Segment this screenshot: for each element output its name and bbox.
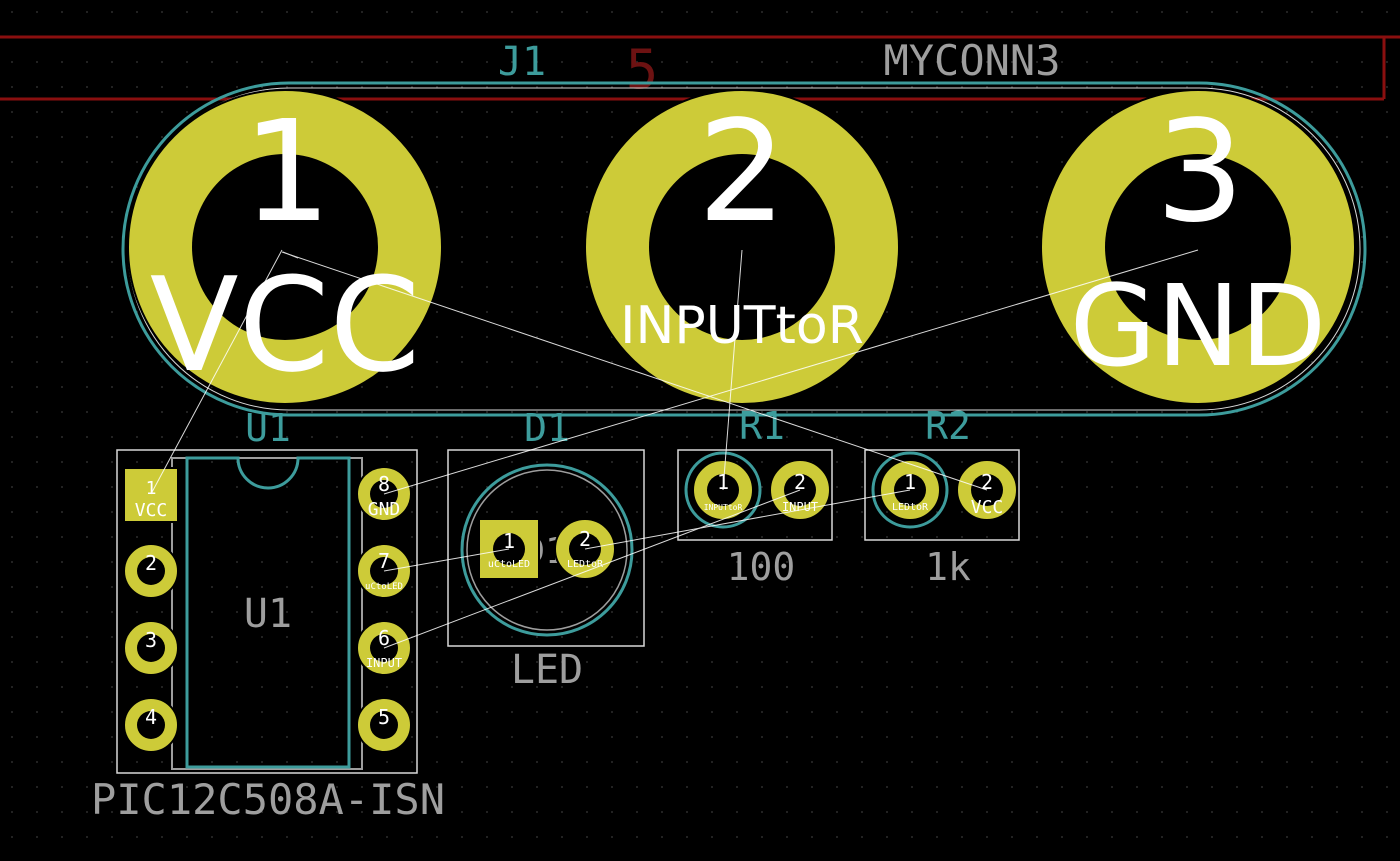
d1-pad-1-number: 1 <box>503 529 515 553</box>
u1-body-outline <box>185 456 351 769</box>
u1-reference[interactable]: U1 <box>245 406 291 450</box>
j1-pad-2-number: 2 <box>697 91 786 254</box>
r2-pad-2-number: 2 <box>981 470 993 494</box>
j1-reference[interactable]: J1 <box>498 39 546 85</box>
r1-value[interactable]: 100 <box>727 545 796 589</box>
r2-reference[interactable]: R2 <box>925 404 971 448</box>
ratsnest-gnd-j1-u1 <box>383 249 1199 495</box>
r2-pad-1-net: LEDtoR <box>892 502 929 513</box>
u1-courtyard <box>116 449 418 774</box>
j1-value[interactable]: MYCONN3 <box>883 36 1060 85</box>
ratsnest-vcc-j1-r2 <box>281 251 988 491</box>
j1-pad-1[interactable]: 1 VCC <box>127 89 443 405</box>
u1-pad-3[interactable]: 3 <box>123 620 179 676</box>
d1-pad-1-net: uCtoLED <box>488 559 530 570</box>
r2-body-outline <box>871 451 949 529</box>
r2-value[interactable]: 1k <box>925 545 971 589</box>
u1-pad-3-number: 3 <box>145 628 157 652</box>
u1-pad-2-number: 2 <box>145 551 157 575</box>
u1-pad-4[interactable]: 4 <box>123 697 179 753</box>
j1-pad-1-net: VCC <box>150 249 420 401</box>
r1-body-outline <box>684 451 762 529</box>
j1-courtyard <box>121 81 1367 417</box>
u1-pad-6-number: 6 <box>378 626 390 650</box>
ratsnest-ledtor <box>584 489 911 550</box>
u1-pad-1-number: 1 <box>146 478 157 499</box>
u1-pad-7-net: uCtoLED <box>365 582 403 592</box>
j1-pad-3-net: GND <box>1070 262 1327 392</box>
d1-value[interactable]: LED <box>511 647 583 693</box>
d1-pad-2-number: 2 <box>579 527 591 551</box>
u1-pad-7-number: 7 <box>378 549 390 573</box>
edge-number-label: 5 <box>626 38 659 101</box>
r2-pad-1-number: 1 <box>904 470 916 494</box>
ratsnest <box>150 249 1199 649</box>
d1-body-outline <box>460 463 634 637</box>
u1-pad-1[interactable]: 1 VCC <box>123 467 179 523</box>
ratsnest-vcc-j1-u1 <box>150 249 283 495</box>
r1-reference[interactable]: R1 <box>739 404 785 448</box>
d1-reference[interactable]: D1 <box>524 406 570 450</box>
j1-pad-2-net: INPUTtoR <box>620 296 864 356</box>
d1-courtyard <box>447 449 645 647</box>
r2-courtyard <box>864 449 1020 541</box>
u1-pad-8-net: GND <box>368 499 401 520</box>
u1-pad-5-number: 5 <box>378 705 390 729</box>
ratsnest-uctoled <box>383 548 510 572</box>
j1-pad-3[interactable]: 3 GND <box>1040 89 1356 405</box>
u1-fab-outline <box>171 457 363 770</box>
j1-pad-3-number: 3 <box>1155 91 1244 254</box>
u1-fab-reference: U1 <box>244 591 292 637</box>
r1-pad-1-number: 1 <box>717 470 729 494</box>
u1-pad-8-number: 8 <box>378 472 390 496</box>
u1-pad-4-number: 4 <box>145 705 157 729</box>
u1-pad-2[interactable]: 2 <box>123 543 179 599</box>
ratsnest-input <box>383 489 801 649</box>
d1-pad-2-net: LEDtoR <box>567 559 604 570</box>
u1-pad-6-net: INPUT <box>366 656 402 670</box>
j1-pin1-marker <box>282 251 299 259</box>
r1-pad-2-net: INPUT <box>782 500 818 514</box>
r1-pad-1-net: INPUTtoR <box>704 503 743 512</box>
ratsnest-inputtor-j1-r1 <box>722 249 743 491</box>
u1-pad-5[interactable]: 5 <box>356 697 412 753</box>
r1-pad-2-number: 2 <box>794 470 806 494</box>
r1-courtyard <box>677 449 833 541</box>
u1-pad-1-net: VCC <box>135 500 168 521</box>
j1-pad-1-number: 1 <box>242 91 331 254</box>
r2-pad-2-net: VCC <box>971 497 1004 518</box>
j1-pad-2[interactable]: 2 INPUTtoR <box>584 89 900 405</box>
u1-value[interactable]: PIC12C508A-ISN <box>91 775 445 824</box>
d1-fab-outline <box>466 469 628 631</box>
